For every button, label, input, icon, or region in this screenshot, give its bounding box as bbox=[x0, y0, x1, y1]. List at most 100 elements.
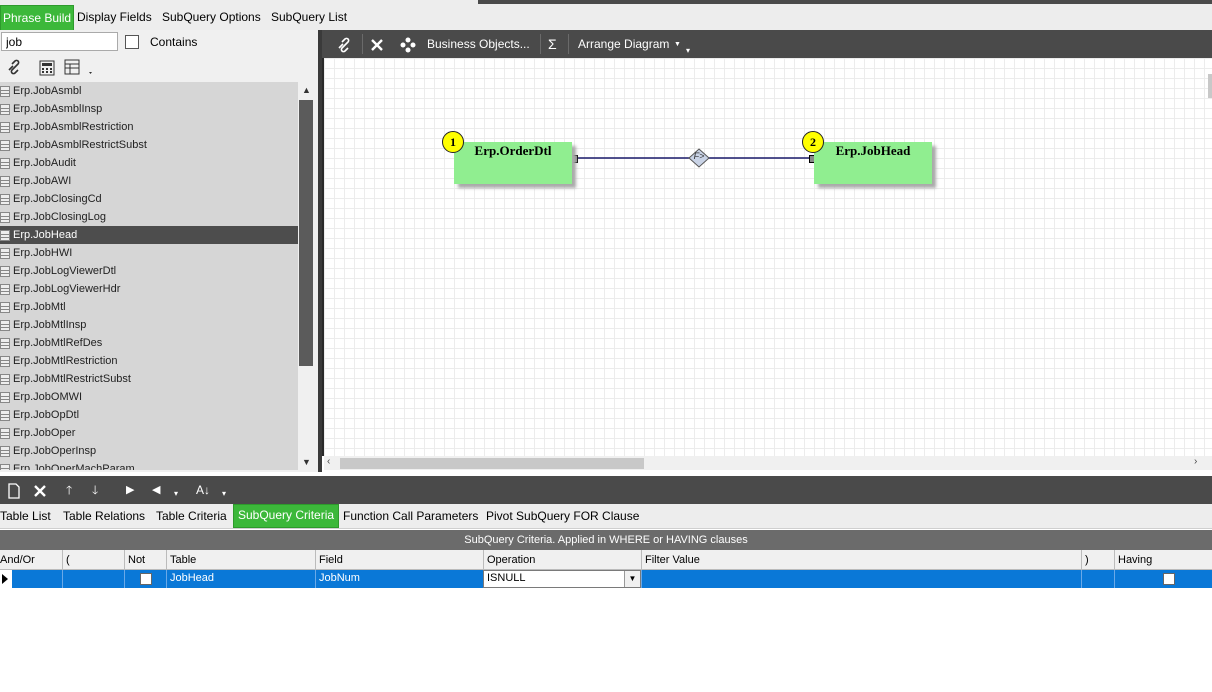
cell-and-or[interactable] bbox=[12, 570, 63, 588]
indent-left-icon[interactable]: ◀ bbox=[152, 484, 161, 496]
tab-subquery-criteria[interactable]: SubQuery Criteria bbox=[233, 504, 340, 528]
column-header-filter-value[interactable]: Filter Value bbox=[641, 550, 1082, 569]
criteria-toolbar: 🡑 🡓 ▶ ◀ ▾ A↓ ▾ bbox=[0, 476, 1212, 504]
table-search-input[interactable] bbox=[1, 32, 118, 51]
sort-dropdown-icon[interactable]: ▾ bbox=[222, 489, 227, 498]
list-item[interactable]: Erp.JobLogViewerDtl bbox=[0, 262, 298, 280]
list-item[interactable]: Erp.JobOper bbox=[0, 424, 298, 442]
tab-phrase-build[interactable]: Phrase Build bbox=[0, 5, 75, 31]
column-header-not[interactable]: Not bbox=[124, 550, 167, 569]
calculator-icon[interactable] bbox=[39, 60, 55, 81]
list-item[interactable]: Erp.JobClosingCd bbox=[0, 190, 298, 208]
table-options-icon[interactable] bbox=[63, 58, 93, 83]
table-icon bbox=[0, 122, 10, 133]
delete-criteria-icon[interactable] bbox=[33, 476, 47, 504]
table-icon bbox=[0, 392, 10, 403]
cell-not[interactable] bbox=[124, 570, 167, 588]
list-item[interactable]: Erp.JobOperInsp bbox=[0, 442, 298, 460]
list-item[interactable]: Erp.JobOMWI bbox=[0, 388, 298, 406]
having-checkbox[interactable] bbox=[1163, 573, 1175, 585]
tab-pivot-subquery-for-clause[interactable]: Pivot SubQuery FOR Clause bbox=[486, 509, 640, 523]
list-item[interactable]: Erp.JobLogViewerHdr bbox=[0, 280, 298, 298]
column-header-operation[interactable]: Operation bbox=[483, 550, 642, 569]
column-header-and-or[interactable]: And/Or bbox=[0, 554, 35, 566]
tab-table-list[interactable]: Table List bbox=[0, 509, 51, 523]
list-item[interactable]: Erp.JobOpDtl bbox=[0, 406, 298, 424]
list-item[interactable]: Erp.JobAsmblRestrictSubst bbox=[0, 136, 298, 154]
diagram-vertical-scroll-thumb[interactable] bbox=[1208, 74, 1212, 98]
cell-close-paren[interactable] bbox=[1081, 570, 1115, 588]
link-icon[interactable] bbox=[6, 58, 24, 81]
list-item-label: Erp.JobMtl bbox=[13, 301, 66, 313]
scroll-up-arrow-icon[interactable]: ▲ bbox=[302, 85, 311, 95]
sigma-aggregate-button[interactable]: Σ bbox=[548, 36, 557, 52]
cell-field[interactable]: JobNum bbox=[315, 570, 484, 588]
list-item[interactable]: Erp.JobAsmbl bbox=[0, 82, 298, 100]
panel-splitter[interactable] bbox=[318, 30, 322, 472]
list-item[interactable]: Erp.JobMtlRestrictSubst bbox=[0, 370, 298, 388]
list-item[interactable]: Erp.JobClosingLog bbox=[0, 208, 298, 226]
scroll-left-arrow-icon[interactable]: ‹ bbox=[327, 456, 331, 467]
table-node-orderdtl[interactable]: 1 Erp.OrderDtl bbox=[442, 131, 572, 184]
delete-icon[interactable] bbox=[370, 30, 384, 58]
list-item-label: Erp.JobOper bbox=[13, 427, 76, 439]
diagram-horizontal-scrollbar[interactable]: ‹ › bbox=[324, 456, 1212, 470]
not-checkbox[interactable] bbox=[140, 573, 152, 585]
column-header-table[interactable]: Table bbox=[166, 550, 316, 569]
list-item[interactable]: Erp.JobMtlRestriction bbox=[0, 352, 298, 370]
list-item[interactable]: Erp.JobAsmblRestriction bbox=[0, 118, 298, 136]
tab-function-call-parameters[interactable]: Function Call Parameters bbox=[343, 509, 479, 523]
table-list-scrollbar[interactable]: ▲ ▼ bbox=[298, 82, 315, 470]
sort-az-icon[interactable]: A↓ bbox=[196, 483, 211, 497]
scroll-thumb[interactable] bbox=[299, 100, 313, 366]
operation-dropdown[interactable]: ISNULL ▼ bbox=[483, 570, 641, 588]
column-header-open-paren[interactable]: ( bbox=[62, 550, 125, 569]
list-item[interactable]: Erp.JobMtlInsp bbox=[0, 316, 298, 334]
cell-filter-value[interactable] bbox=[641, 570, 1082, 588]
scroll-down-arrow-icon[interactable]: ▼ bbox=[302, 457, 311, 467]
business-objects-icon[interactable] bbox=[400, 30, 416, 58]
toolbar-overflow-icon[interactable]: ▾ bbox=[686, 46, 691, 55]
chevron-down-icon[interactable]: ▼ bbox=[624, 571, 640, 587]
list-item[interactable]: Erp.JobAsmblInsp bbox=[0, 100, 298, 118]
column-header-field[interactable]: Field bbox=[315, 550, 484, 569]
query-diagram-canvas[interactable]: 1 Erp.OrderDtl 2 Erp.JobHead F> bbox=[322, 58, 1212, 456]
list-item[interactable]: Erp.JobOperMachParam bbox=[0, 460, 298, 470]
list-item[interactable]: Erp.JobMtlRefDes bbox=[0, 334, 298, 352]
cell-having[interactable] bbox=[1114, 570, 1212, 588]
indent-right-icon[interactable]: ▶ bbox=[126, 484, 135, 496]
relation-diamond-icon[interactable]: F> bbox=[688, 148, 710, 168]
move-up-icon[interactable]: 🡑 bbox=[66, 483, 73, 497]
tab-subquery-list[interactable]: SubQuery List bbox=[271, 10, 348, 24]
arrange-dropdown-icon[interactable]: ▼ bbox=[674, 41, 681, 48]
list-item-label: Erp.JobOMWI bbox=[13, 391, 83, 403]
tab-subquery-options[interactable]: SubQuery Options bbox=[162, 10, 261, 24]
link-icon[interactable] bbox=[336, 30, 354, 58]
table-node-number-badge: 2 bbox=[802, 131, 824, 153]
table-row[interactable]: JobHead JobNum ISNULL ▼ bbox=[0, 570, 1212, 588]
list-item[interactable]: Erp.JobAWI bbox=[0, 172, 298, 190]
cell-table[interactable]: JobHead bbox=[166, 570, 316, 588]
arrange-diagram-button[interactable]: Arrange Diagram bbox=[578, 37, 670, 51]
tab-table-relations[interactable]: Table Relations bbox=[63, 509, 146, 523]
scroll-thumb[interactable] bbox=[340, 458, 644, 469]
business-objects-button[interactable]: Business Objects... bbox=[427, 37, 530, 51]
table-icon bbox=[0, 302, 10, 313]
cell-open-paren[interactable] bbox=[62, 570, 125, 588]
table-node-jobhead[interactable]: 2 Erp.JobHead bbox=[802, 131, 932, 184]
list-item[interactable]: Erp.JobMtl bbox=[0, 298, 298, 316]
column-header-having[interactable]: Having bbox=[1114, 550, 1212, 569]
scroll-right-arrow-icon[interactable]: › bbox=[1194, 456, 1198, 467]
indent-dropdown-icon[interactable]: ▾ bbox=[174, 489, 179, 498]
list-item[interactable]: Erp.JobHWI bbox=[0, 244, 298, 262]
contains-checkbox[interactable] bbox=[125, 35, 139, 49]
list-item[interactable]: Erp.JobHead bbox=[0, 226, 298, 244]
table-icon bbox=[0, 284, 10, 295]
new-criteria-icon[interactable] bbox=[7, 476, 21, 504]
move-down-icon[interactable]: 🡓 bbox=[92, 483, 99, 497]
tab-display-fields[interactable]: Display Fields bbox=[77, 10, 152, 24]
tab-table-criteria[interactable]: Table Criteria bbox=[156, 509, 227, 523]
column-header-close-paren[interactable]: ) bbox=[1081, 550, 1115, 569]
list-item[interactable]: Erp.JobAudit bbox=[0, 154, 298, 172]
